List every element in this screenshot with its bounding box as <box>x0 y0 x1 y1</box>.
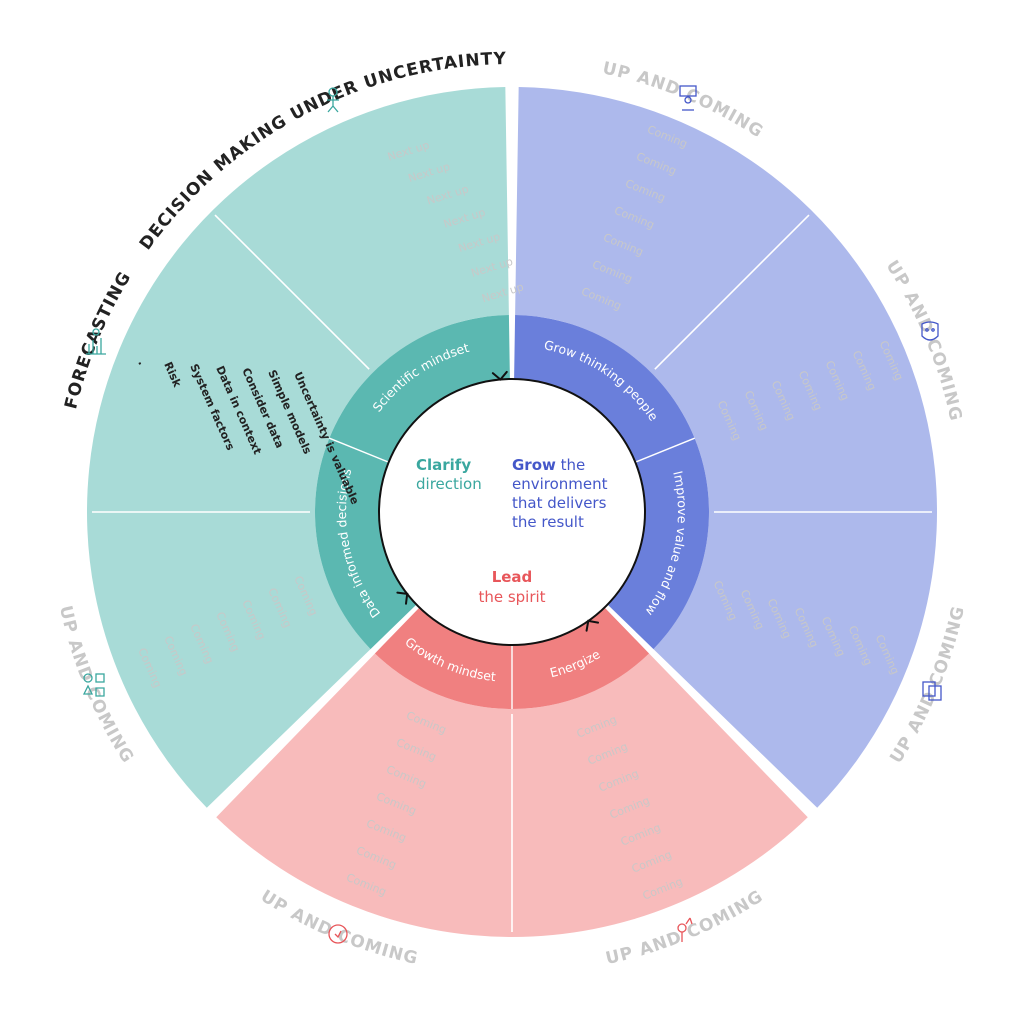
ring-divider-1 <box>635 437 695 463</box>
sector-divider-0 <box>214 214 370 370</box>
grow-bold: Grow <box>512 456 556 474</box>
ring-segment-energize <box>512 607 650 709</box>
teal-outer-sector <box>87 87 509 808</box>
team-shapes-icon <box>82 673 105 697</box>
grow-line2: environment <box>512 475 608 493</box>
arrow-head-left <box>396 591 409 605</box>
forecasting-item: . <box>135 358 149 367</box>
outer-dividers <box>92 214 932 932</box>
clarify-bold-label: Clarify <box>416 456 471 474</box>
ring-segment-grow-people <box>514 315 695 463</box>
icons <box>82 85 942 944</box>
clarify-rest-label: direction <box>416 475 482 493</box>
lead-bold-label: Lead <box>492 568 533 586</box>
arrow-head-top <box>491 370 508 381</box>
outer-sectors <box>87 87 937 937</box>
ring-segment-data-informed <box>315 438 417 650</box>
grow-label: Grow the <box>512 456 585 474</box>
decision-person-icon <box>327 87 339 113</box>
center-circle <box>378 378 646 646</box>
ring-divider-0 <box>329 437 389 463</box>
grow-line3: that delivers <box>512 494 607 512</box>
ring-segment-scientific <box>329 315 510 463</box>
grow-the: the <box>556 456 585 474</box>
forecasting-chart-icon <box>86 328 106 355</box>
blue-outer-sector <box>515 87 937 808</box>
grow-line4: the result <box>512 513 584 531</box>
ring-segment-improve <box>607 438 709 650</box>
center-labels: Clarify direction Grow the environment t… <box>416 456 608 606</box>
arrow-head-bottom <box>585 619 600 632</box>
flow-cards-icon <box>922 681 942 701</box>
person-board-icon <box>679 85 697 111</box>
lead-rest-label: the spirit <box>478 588 545 606</box>
inner-ring <box>315 315 709 709</box>
mask-icon <box>921 321 939 341</box>
center-arrows <box>396 370 600 632</box>
person-energy-icon <box>677 917 693 942</box>
ring-segment-growth <box>374 607 512 709</box>
cycle-heart-icon <box>328 924 348 944</box>
sector-divider-2 <box>654 214 810 370</box>
